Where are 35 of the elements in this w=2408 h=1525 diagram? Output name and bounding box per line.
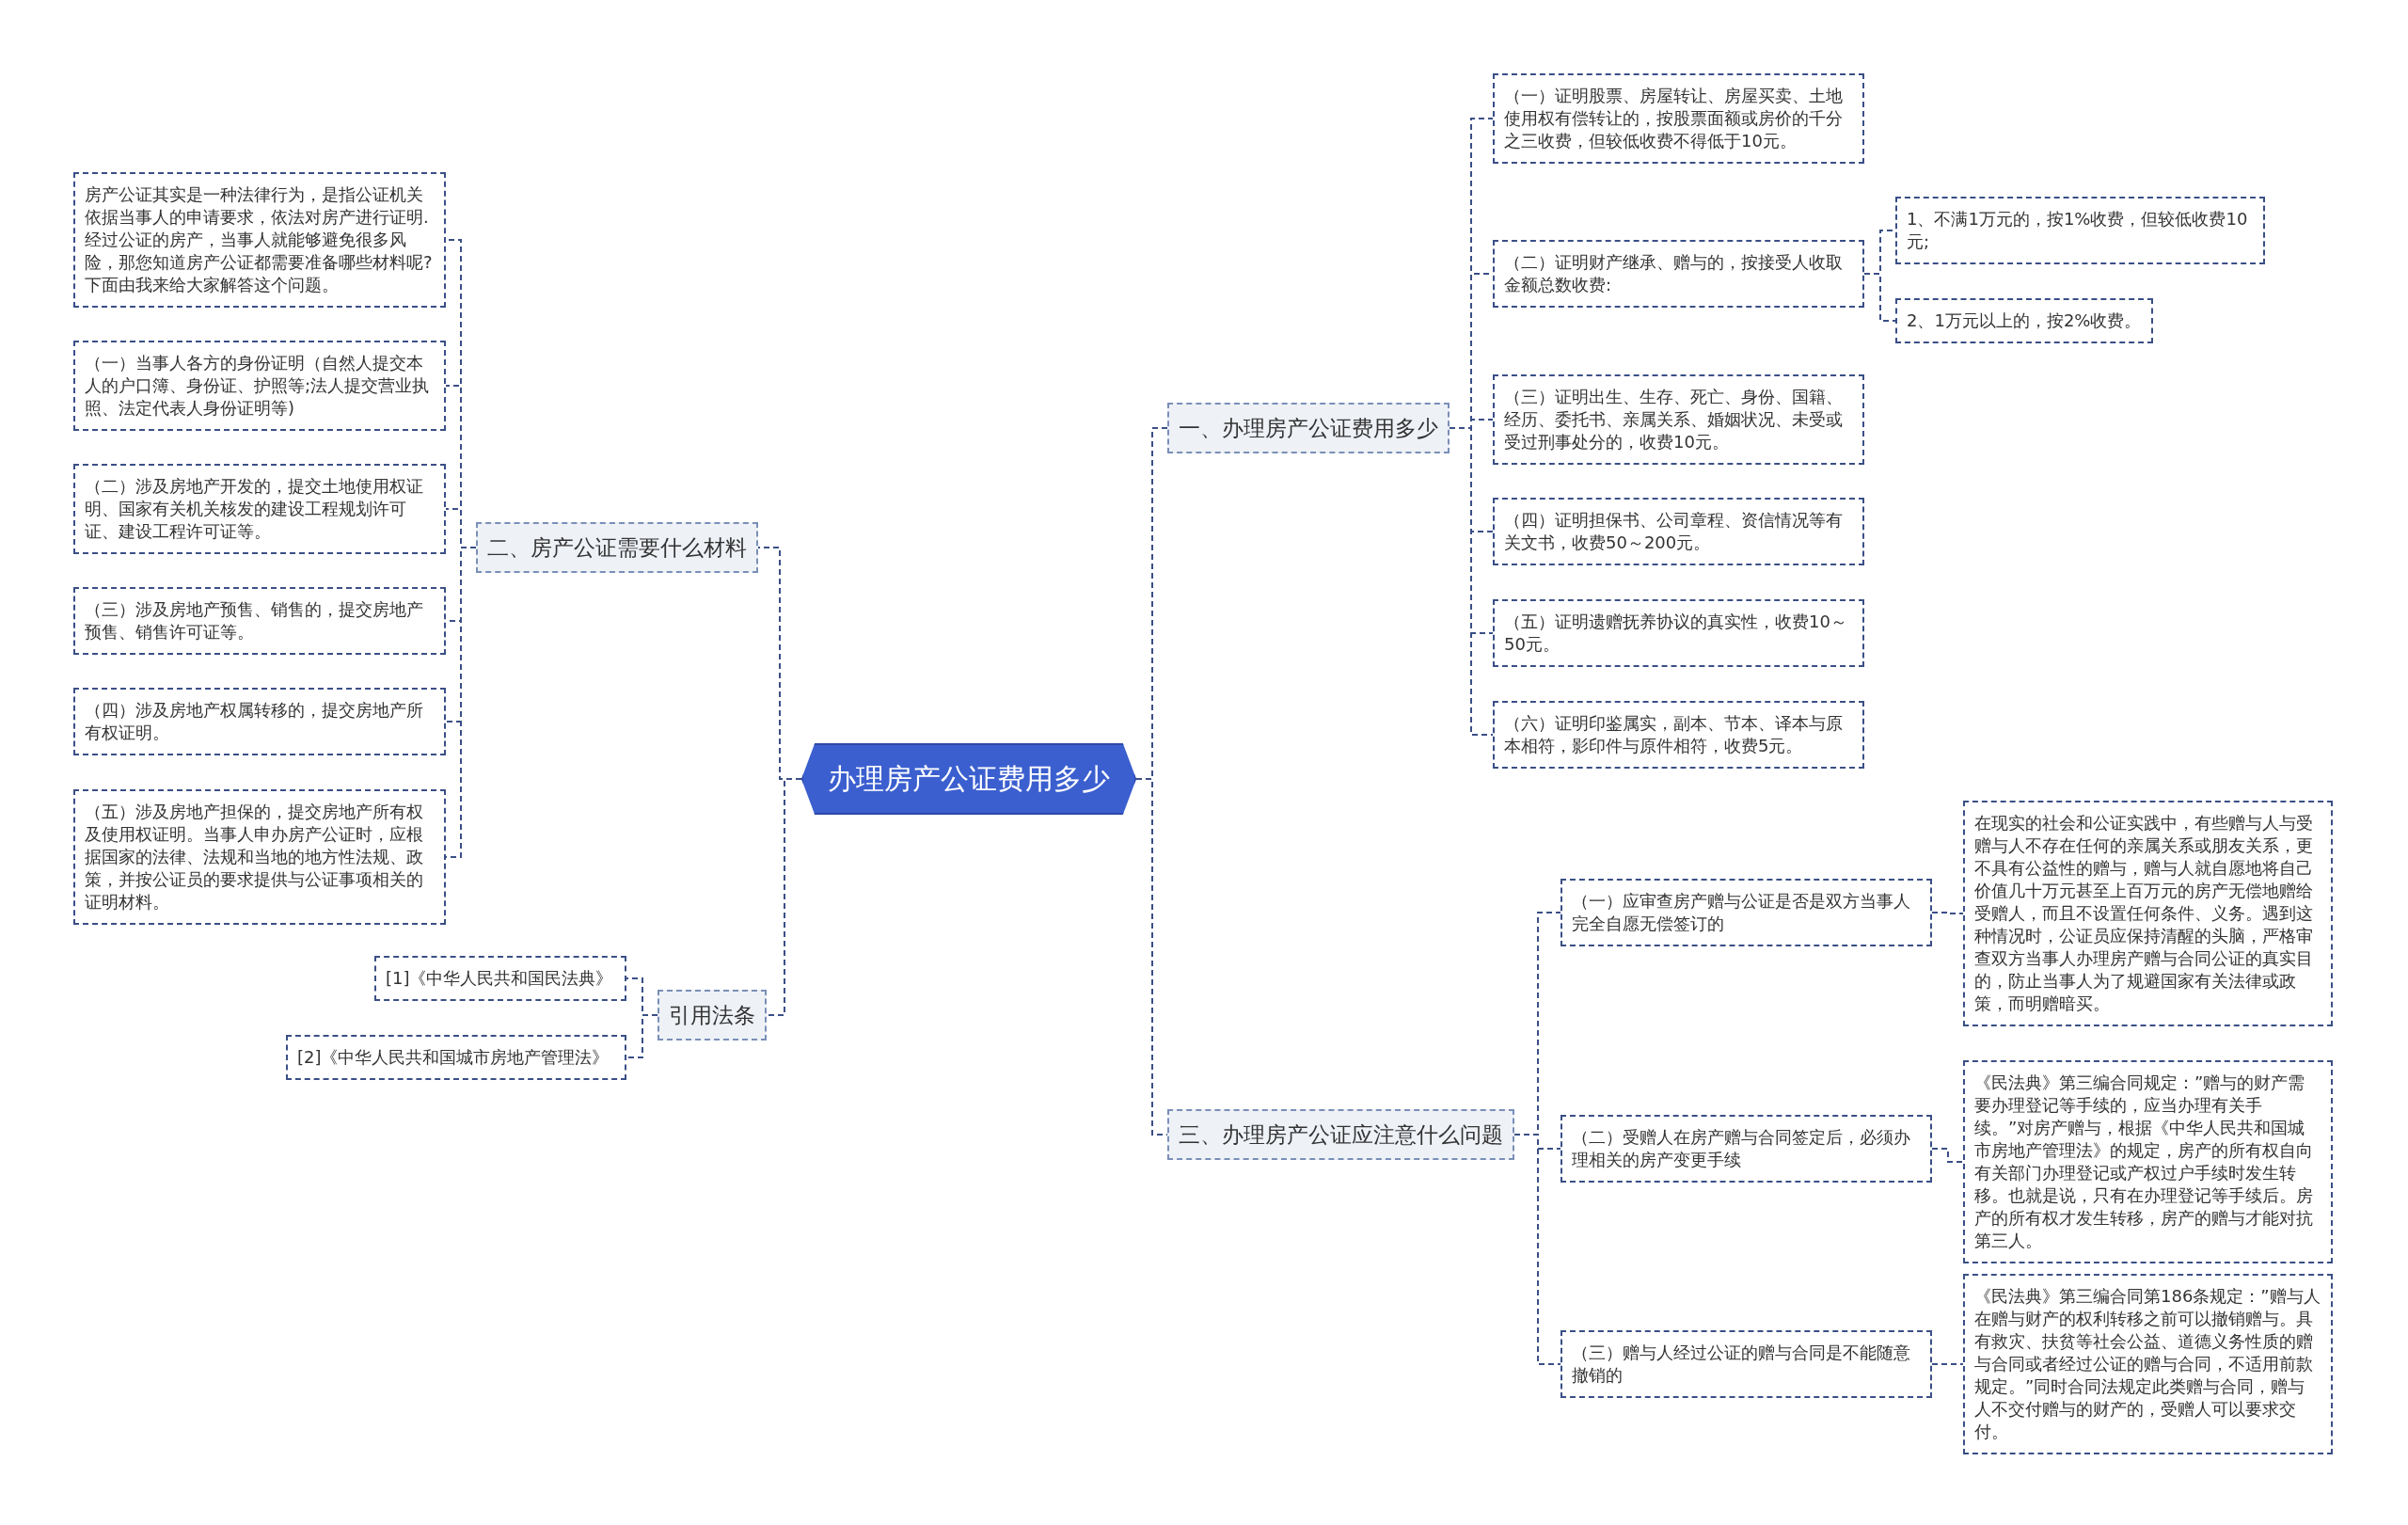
- note-box: （二）证明财产继承、赠与的，按接受人收取金额总数收费:: [1493, 240, 1864, 308]
- connector: [1931, 912, 1964, 914]
- topic-box: 三、办理房产公证应注意什么问题: [1167, 1109, 1514, 1160]
- note-box: （六）证明印鉴属实，副本、节本、译本与原本相符，影印件与原件相符，收费5元。: [1493, 701, 1864, 769]
- topic-box: 一、办理房产公证费用多少: [1167, 403, 1450, 453]
- note-box: （三）涉及房地产预售、销售的，提交房地产预售、销售许可证等。: [73, 587, 446, 655]
- note-box: （三）赠与人经过公证的赠与合同是不能随意撤销的: [1560, 1330, 1932, 1398]
- note-box: （三）证明出生、生存、死亡、身份、国籍、经历、委托书、亲属关系、婚姻状况、未受或受过刑事处分的，收费10元。: [1493, 374, 1864, 465]
- note-box: （一）应审查房产赠与公证是否是双方当事人完全自愿无偿签订的: [1560, 879, 1932, 946]
- note-box: （二）受赠人在房产赠与合同签定后，必须办理相关的房产变更手续: [1560, 1115, 1932, 1183]
- topic-box: 引用法条: [657, 990, 767, 1040]
- note-box: 《民法典》第三编合同第186条规定：”赠与人在赠与财产的权利转移之前可以撤销赠与。具有救灾、扶贫等社会公益、道德义务性质的赠与合同或者经过公证的赠与合同，不适用前款规定。”同时合同法规定此类赠与合同，赠与人不交付赠与的财产的，受赠人可以要求交付。: [1963, 1274, 2333, 1454]
- central-topic-box: 办理房产公证费用多少: [801, 743, 1136, 815]
- connector: [1449, 427, 1494, 736]
- note-box: （一）证明股票、房屋转让、房屋买卖、土地使用权有偿转让的，按股票面额或房价的千分之三收费，但较低收费不得低于10元。: [1493, 73, 1864, 164]
- connector: [1931, 1363, 1964, 1365]
- note-box: （五）涉及房地产担保的，提交房地产所有权及使用权证明。当事人申办房产公证时，应根据国家的法律、法规和当地的地方性法规、政策，并按公证员的要求提供与公证事项相关的证明材料。: [73, 789, 446, 925]
- connector: [766, 778, 802, 1016]
- connector: [1513, 1134, 1561, 1365]
- note-box: 2、1万元以上的，按2%收费。: [1895, 298, 2153, 343]
- note-box: 1、不满1万元的，按1%收费，但较低收费10元;: [1895, 197, 2265, 264]
- note-box: [2]《中华人民共和国城市房地产管理法》: [286, 1035, 626, 1080]
- connector: [1863, 273, 1896, 322]
- note-box: 房产公证其实是一种法律行为，是指公证机关依据当事人的申请要求，依法对房产进行证明.经过公证的房产，当事人就能够避免很多风险，那您知道房产公证都需要准备哪些材料呢?下面由我来给大家解答这个问题。: [73, 172, 446, 308]
- note-box: [1]《中华人民共和国民法典》: [374, 956, 626, 1001]
- note-box: （二）涉及房地产开发的，提交土地使用权证明、国家有关机关核发的建设工程规划许可证、建设工程许可证等。: [73, 464, 446, 554]
- note-box: （四）涉及房地产权属转移的，提交房地产所有权证明。: [73, 688, 446, 755]
- note-box: （五）证明遗赠抚养协议的真实性，收费10～50元。: [1493, 599, 1864, 667]
- connector: [626, 1014, 658, 1058]
- note-box: 《民法典》第三编合同规定：”赠与的财产需要办理登记等手续的，应当办理有关手续。”对房产赠与，根据《中华人民共和国城市房地产管理法》的规定，房产的所有权自向有关部门办理登记或产权过户手续时发生转移。也就是说，只有在办理登记等手续后。房产的所有权才发生转移，房产的赠与才能对抗第三人。: [1963, 1060, 2333, 1263]
- note-box: 在现实的社会和公证实践中，有些赠与人与受赠与人不存在任何的亲属关系或朋友关系，更不具有公益性的赠与，赠与人就自愿地将自己价值几十万元甚至上百万元的房产无偿地赠给受赠人，而且不设置任何条件、义务。遇到这种情况时，公证员应保持清醒的头脑，严格审查双方当事人办理房产赠与合同公证的真实目的，防止当事人为了规避国家有关法律或政策，而明赠暗买。: [1963, 801, 2333, 1026]
- connector: [1931, 1148, 1964, 1163]
- note-box: （四）证明担保书、公司章程、资信情况等有关文书，收费50～200元。: [1493, 498, 1864, 565]
- topic-box: 二、房产公证需要什么材料: [476, 522, 758, 573]
- note-box: （一）当事人各方的身份证明（自然人提交本人的户口簿、身份证、护照等;法人提交营业执照、法定代表人身份证明等): [73, 341, 446, 431]
